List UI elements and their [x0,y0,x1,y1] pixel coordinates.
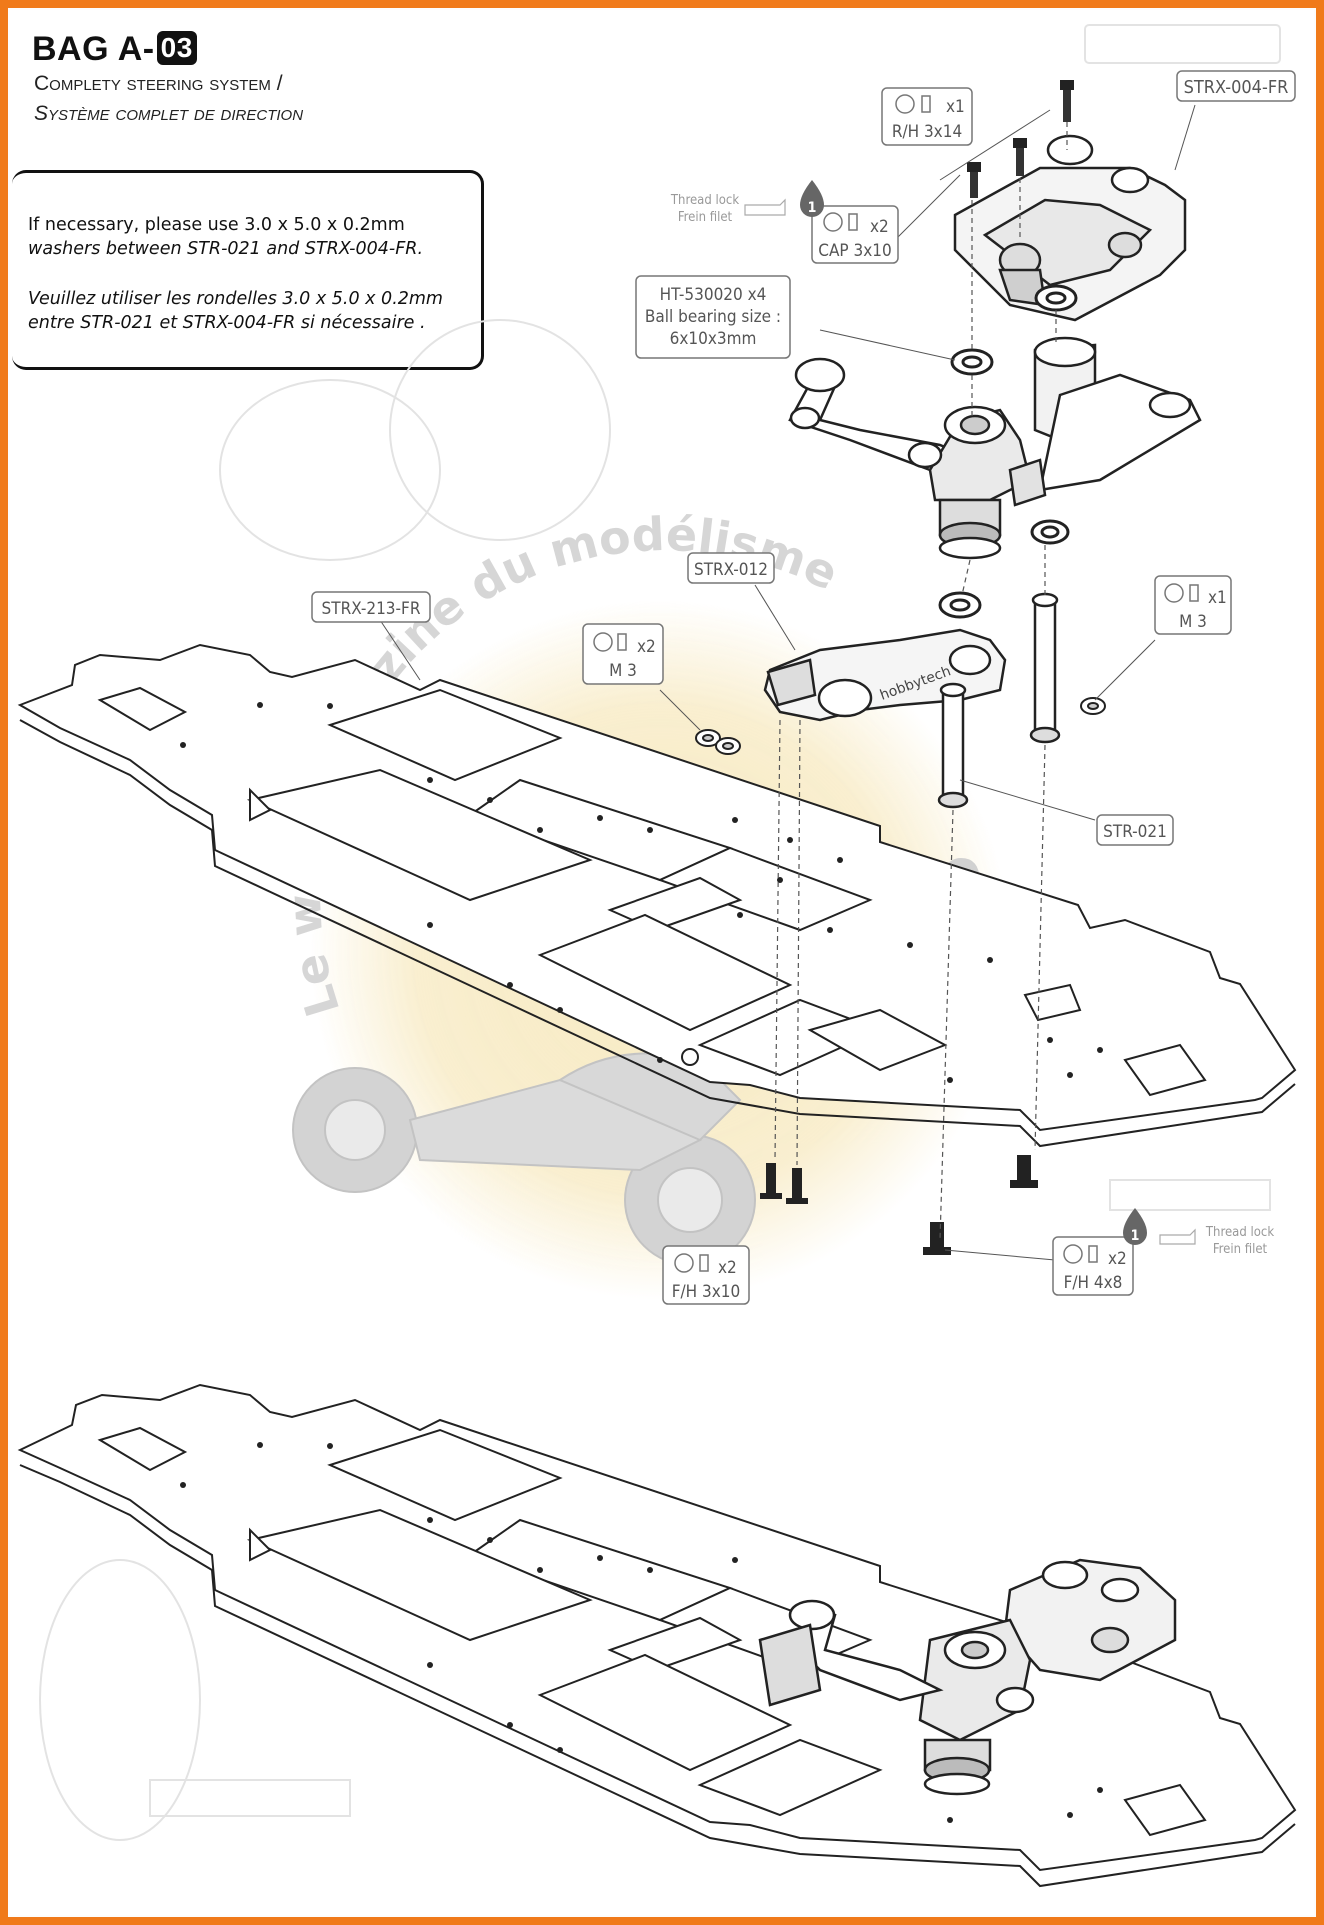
svg-text:1: 1 [808,200,817,216]
label-cap-3x10: x2 CAP 3x10 [811,205,899,264]
svg-text:6x10x3mm: 6x10x3mm [670,329,757,349]
label-strx-004-fr: STRX-004-FR [1176,70,1296,102]
svg-text:STRX-012: STRX-012 [694,560,768,580]
svg-text:CAP 3x10: CAP 3x10 [818,241,891,261]
label-str-021: STR-021 [1096,814,1174,846]
bag-number-badge: 03 [156,31,197,65]
background-faint-sketches [39,24,1281,1841]
label-strx-213-fr: STRX-213-FR [311,591,431,623]
screw-icon [699,1254,709,1272]
svg-text:F/H 3x10: F/H 3x10 [672,1282,741,1302]
screw-icon [921,95,931,113]
svg-text:x2: x2 [718,1258,737,1278]
label-fh-3x10: x2 F/H 3x10 [662,1245,750,1305]
svg-text:HT-530020 x4: HT-530020 x4 [660,285,767,305]
svg-text:x2: x2 [637,637,656,657]
svg-text:STR-021: STR-021 [1103,822,1167,842]
note-fr-line-2: entre STR-021 et STRX-004-FR si nécessai… [28,313,426,333]
assembly-guide-lines [774,122,1068,1241]
screw-rh-3x14 [1060,80,1074,122]
svg-text:x2: x2 [1108,1249,1127,1269]
subtitle-en: Complety steering system / [34,72,283,95]
thread-lock-top: Thread lock Frein filet 1 [670,180,824,225]
thread-lock-drop-icon [800,180,824,217]
steering-assembly-installed [758,1558,1177,1796]
washer-icon [674,1253,694,1273]
watermark-car-icon [292,1052,756,1266]
steering-arm-assembly [788,336,1202,560]
screws-fh-3x10 [760,1163,808,1204]
svg-text:F/H 4x8: F/H 4x8 [1064,1273,1123,1293]
nuts [695,697,1106,755]
washer-note-box: If necessary, please use 3.0 x 5.0 x 0.2… [12,170,484,370]
subtitle-fr: Système complet de direction [34,102,304,125]
svg-text:R/H 3x14: R/H 3x14 [892,122,962,142]
hand-pointer-icon [744,198,786,216]
svg-text:M 3: M 3 [609,661,637,681]
screw-cap-3x10-a [1013,138,1027,176]
washer-icon [1063,1244,1083,1264]
screw-icon [1189,584,1199,602]
label-strx-012: STRX-012 [687,552,775,584]
bag-title: BAG A-03 [32,30,197,69]
screw-icon [848,213,858,231]
thread-lock-drop-icon [1123,1208,1147,1245]
screw-icon [617,633,627,651]
svg-text:x2: x2 [870,217,889,237]
bag-prefix: BAG A- [32,30,155,68]
nut-icon [1164,583,1184,603]
svg-text:Frein filet: Frein filet [1213,1242,1268,1257]
label-ht-530020: HT-530020 x4 Ball bearing size : 6x10x3m… [635,275,791,359]
svg-text:Thread lock: Thread lock [670,193,739,208]
steering-block-strx-004-fr [953,134,1187,322]
label-rh-3x14: x1 R/H 3x14 [881,87,973,146]
screws-fh-4x8 [923,1155,1038,1255]
thread-lock-bottom: 1 Thread lock Frein filet [1123,1208,1274,1257]
washer-icon [895,94,915,114]
screw-cap-3x10-b [967,162,981,198]
label-m3-left: x2 M 3 [582,623,664,685]
svg-text:x1: x1 [946,97,965,117]
hand-pointer-icon [1159,1228,1196,1245]
nut-icon [593,632,613,652]
note-en-line-2: washers between STR-021 and STRX-004-FR. [28,239,424,259]
svg-text:1: 1 [1131,1228,1140,1244]
note-en-line-1: If necessary, please use 3.0 x 5.0 x 0.2… [28,215,405,235]
label-m3-right: x1 M 3 [1154,575,1232,635]
svg-text:STRX-004-FR: STRX-004-FR [1184,77,1289,98]
svg-text:M 3: M 3 [1179,612,1207,632]
screw-icon [1088,1245,1098,1263]
label-fh-4x8: x2 F/H 4x8 [1052,1236,1134,1296]
svg-text:Frein filet: Frein filet [678,210,733,225]
svg-text:x1: x1 [1208,588,1227,608]
svg-text:Ball bearing size :: Ball bearing size : [645,307,781,327]
washer-icon [823,212,843,232]
svg-text:Thread lock: Thread lock [1205,1225,1274,1240]
note-fr-line-1: Veuillez utiliser les rondelles 3.0 x 5.… [28,289,443,309]
post-str-021-left [937,682,969,809]
chassis-plate-top [17,643,1297,1148]
svg-text:STRX-213-FR: STRX-213-FR [322,599,421,619]
bearings [938,284,1078,619]
leader-lines [379,104,1196,1261]
post-str-021-right [1029,592,1061,744]
